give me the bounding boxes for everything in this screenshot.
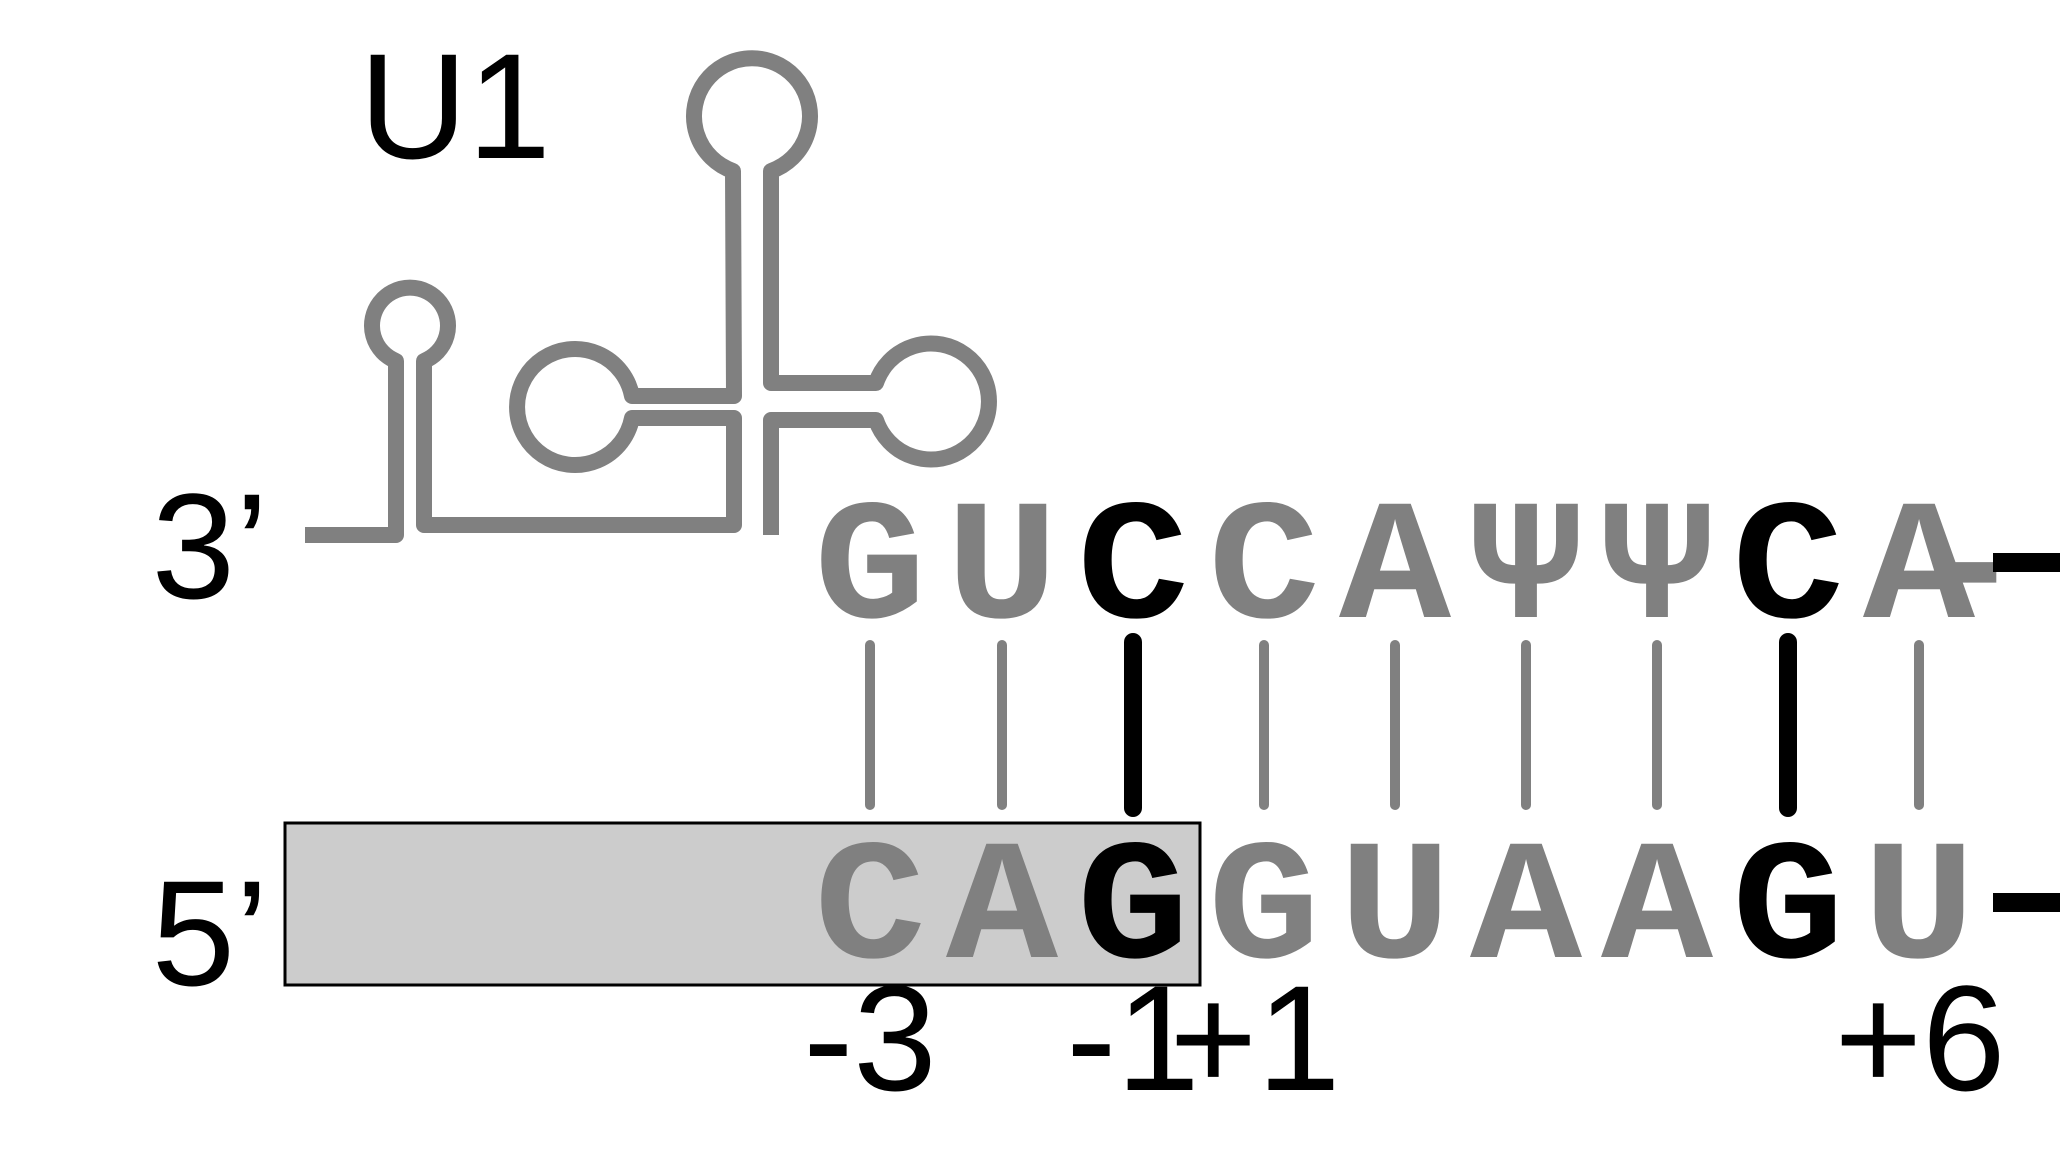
u1-nucleotide: A bbox=[1339, 474, 1452, 669]
position-label-minus-3: -3 bbox=[803, 954, 936, 1122]
splice-site-nucleotide: A bbox=[1601, 814, 1714, 1009]
splice-site-nucleotide: G bbox=[1077, 814, 1189, 1009]
u1-nucleotide: Ψ bbox=[1470, 474, 1582, 669]
u1-nucleotide: C bbox=[1208, 474, 1320, 669]
splice-site-nucleotide: C bbox=[814, 814, 926, 1009]
splice-site-nucleotide: A bbox=[946, 814, 1059, 1009]
u1-stem-loop-1 bbox=[305, 50, 997, 543]
position-label-minus-1: -1 bbox=[1066, 954, 1199, 1122]
splice-site-nucleotide: A bbox=[1470, 814, 1583, 1009]
splice-site-nucleotide: U bbox=[1863, 814, 1975, 1009]
u1-snrna-structure bbox=[305, 50, 997, 543]
base-pair-bonds bbox=[865, 633, 1924, 817]
position-label-plus-1: +1 bbox=[1169, 954, 1340, 1122]
u1-nucleotide: Ψ bbox=[1601, 474, 1713, 669]
splice-site-nucleotide: G bbox=[1732, 814, 1844, 1009]
u1-strand-continuation-dash bbox=[1993, 553, 2060, 572]
splice-strand-continuation-dash bbox=[1993, 893, 2060, 912]
u1-label: U1 bbox=[359, 22, 551, 190]
u1-nucleotide: G bbox=[814, 474, 926, 669]
u1-nucleotide: A bbox=[1863, 474, 1976, 669]
splice-site-nucleotide: G bbox=[1208, 814, 1320, 1009]
position-label-plus-6: +6 bbox=[1834, 954, 2005, 1122]
three-prime-label: 3’ bbox=[152, 462, 269, 630]
u1-nucleotide: U bbox=[946, 474, 1058, 669]
five-prime-label: 5’ bbox=[152, 849, 269, 1017]
exon-box bbox=[283, 821, 1202, 987]
splice-site-nucleotide: U bbox=[1339, 814, 1451, 1009]
